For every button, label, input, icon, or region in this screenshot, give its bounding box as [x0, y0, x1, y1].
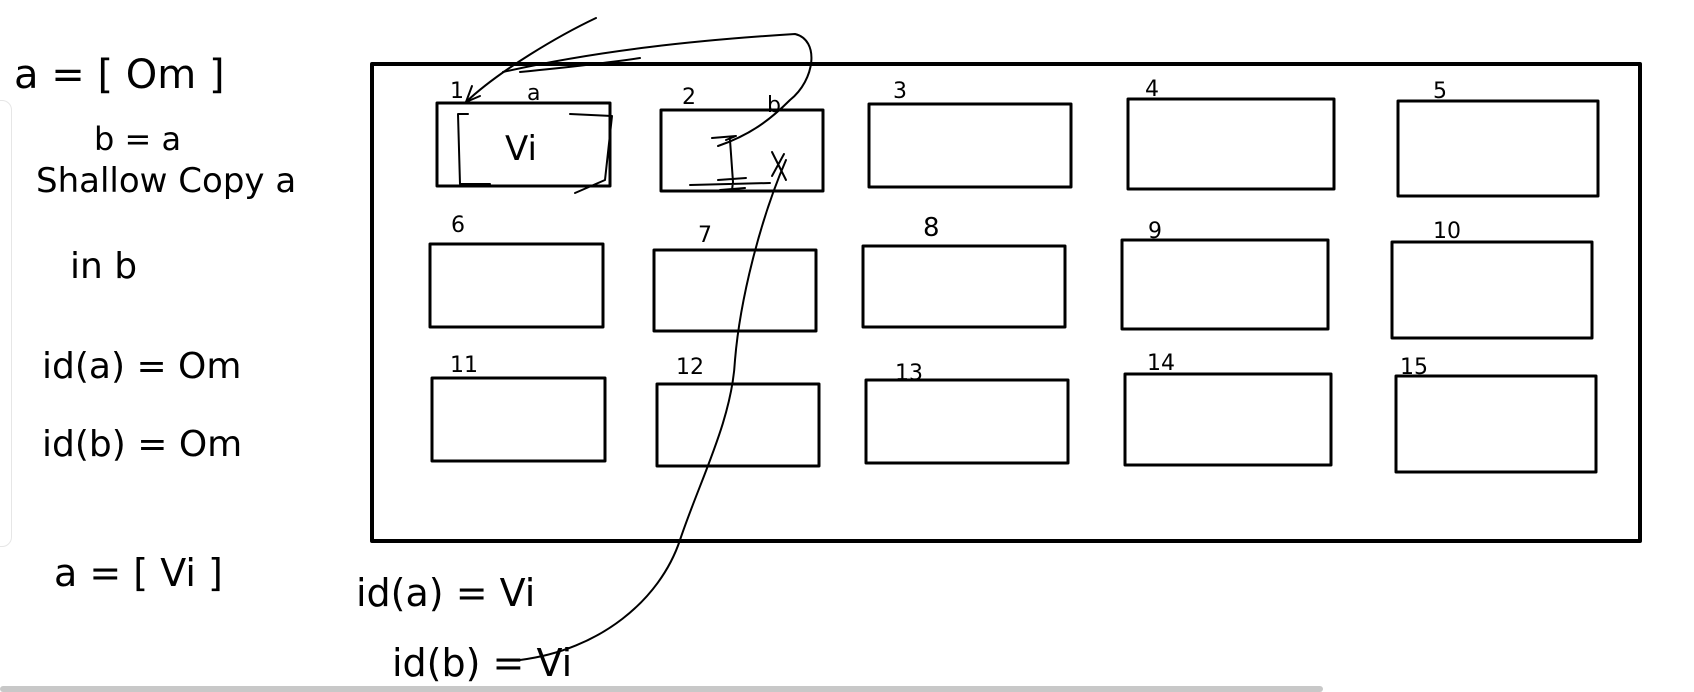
cell-2-scribble [689, 135, 771, 191]
note-reassign-a: a = [ Vi ] [54, 551, 223, 595]
cell-box-6 [428, 242, 605, 329]
cell-num-2: 2 [682, 85, 696, 110]
note-id-b-new: id(b) = Vi [392, 641, 572, 685]
reference-curve-b [519, 57, 641, 73]
cell-num-5: 5 [1433, 79, 1447, 104]
note-id-b: id(b) = Om [42, 424, 242, 465]
cell-num-13: 13 [895, 361, 923, 386]
horizontal-scrollbar[interactable] [0, 686, 1323, 692]
note-id-a: id(a) = Om [42, 346, 241, 387]
note-in-b: in b [70, 246, 137, 287]
cell-num-1: 1 [450, 79, 464, 104]
cell-box-8 [861, 244, 1067, 329]
cell-box-12 [655, 382, 821, 468]
note-assign-b: b = a [94, 120, 181, 158]
cell-num-3: 3 [893, 79, 907, 104]
cell-box-2 [659, 108, 825, 193]
cell-box-9 [1120, 238, 1330, 331]
cell-box-10 [1390, 240, 1594, 340]
cell-box-14 [1123, 372, 1333, 467]
cell-label-2: b [767, 93, 781, 118]
cell-num-4: 4 [1145, 77, 1159, 102]
cell-box-4 [1126, 97, 1336, 191]
cell-label-1: a [527, 81, 540, 106]
cell-num-6: 6 [451, 213, 465, 238]
reference-curve-long [519, 159, 787, 661]
cell-box-3 [867, 102, 1073, 189]
cell-num-12: 12 [676, 355, 704, 380]
cell-box-5 [1396, 99, 1600, 198]
note-shallow: Shallow Copy a [36, 161, 296, 201]
cell-num-8: 8 [923, 213, 940, 243]
cell-num-14: 14 [1147, 351, 1175, 376]
cell-1-bracket [457, 113, 613, 194]
cell-box-15 [1394, 374, 1598, 474]
cell-content-1: Vi [505, 129, 537, 169]
reference-curve-a [465, 17, 597, 103]
reference-curve-loop [502, 33, 813, 147]
cell-box-1 [435, 101, 612, 188]
cell-num-7: 7 [698, 223, 712, 248]
note-id-a-new: id(a) = Vi [356, 571, 535, 615]
reference-arrowhead [465, 85, 481, 103]
cell-num-9: 9 [1148, 219, 1162, 244]
cell-box-7 [652, 248, 818, 333]
cell-box-13 [864, 378, 1070, 465]
cell-num-11: 11 [450, 353, 478, 378]
cell-2-x-mark [771, 151, 787, 181]
memory-frame [370, 62, 1642, 543]
cell-num-10: 10 [1433, 219, 1461, 244]
cell-num-15: 15 [1400, 355, 1428, 380]
cell-box-11 [430, 376, 607, 463]
note-assign-a: a = [ Om ] [14, 52, 225, 98]
